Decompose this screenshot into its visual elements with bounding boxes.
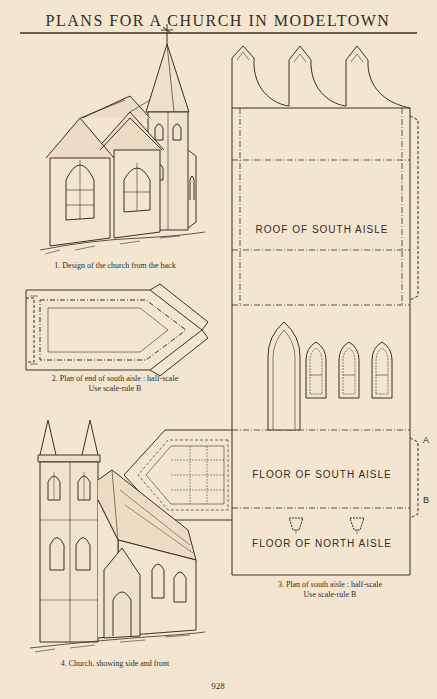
panel-label: FLOOR OF NORTH AISLE: [252, 538, 392, 549]
reference-letter: B: [423, 496, 429, 506]
figure-caption: Use scale-rule B: [89, 385, 142, 394]
figure-caption: 3. Plan of south aisle : half-scale: [278, 581, 382, 590]
reference-letter: A: [423, 436, 429, 446]
panel-label: ROOF OF SOUTH AISLE: [256, 224, 389, 235]
south-aisle-net: [124, 46, 418, 575]
panel-label: FLOOR OF SOUTH AISLE: [252, 469, 391, 480]
end-plan-net: [26, 284, 208, 376]
church-front-illustration: [30, 420, 205, 652]
figure-caption: 2. Plan of end of south aisle : half-sca…: [52, 375, 178, 384]
figure-caption: 1. Design of the church from the back: [54, 262, 175, 271]
page-number: 928: [211, 682, 225, 692]
figure-caption: Use scale-rule B: [304, 591, 357, 600]
figure-caption: 4. Church, showing side and front: [61, 660, 170, 669]
church-back-illustration: [40, 24, 205, 254]
page-title: PLANS FOR A CHURCH IN MODELTOWN: [46, 12, 391, 30]
